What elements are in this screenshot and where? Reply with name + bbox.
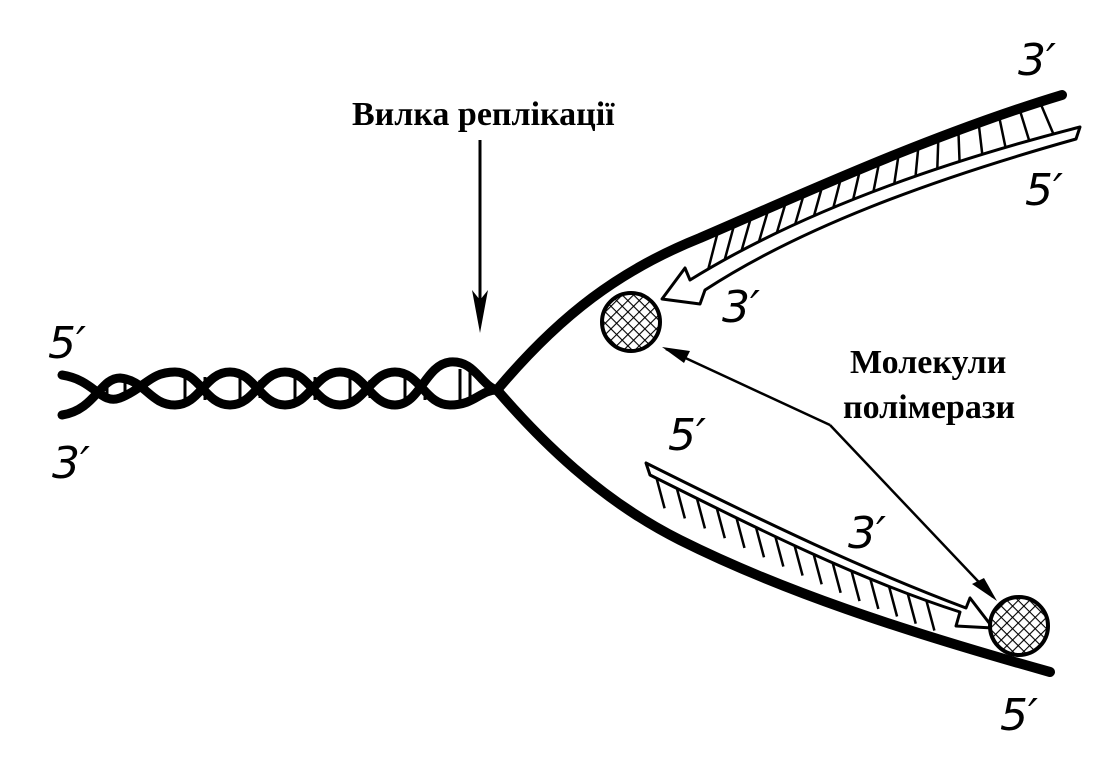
base-pair-rung — [812, 184, 824, 216]
upper-strand-line — [492, 90, 1067, 395]
dna-double-helix — [57, 357, 502, 420]
base-pair-rung — [775, 200, 788, 234]
base-pair-rung — [850, 570, 861, 602]
base-pair-rung — [735, 517, 746, 549]
polymerase-label-line2: полімерази — [843, 389, 1015, 426]
fork-arrow — [472, 140, 488, 333]
base-pair-rung — [832, 176, 843, 208]
polymerase-label-line1: Молекули — [850, 344, 1006, 381]
upper-base-pairs — [707, 101, 1055, 270]
helix-strand-b — [57, 357, 502, 420]
lower-strand-line — [492, 385, 1055, 677]
base-pair-rung — [887, 586, 899, 617]
base-pair-rung — [977, 122, 984, 155]
base-pair-rung — [997, 115, 1007, 148]
lower-strand-end-label: 5′ — [1000, 690, 1038, 741]
upper-parental-strand — [492, 90, 1082, 395]
base-pair-rung — [740, 215, 753, 251]
base-pair-rung — [774, 536, 785, 567]
base-pair-rung — [869, 578, 880, 610]
base-pair-rung — [906, 593, 917, 625]
helix-bottom-end-label: 3′ — [52, 438, 90, 489]
base-pair-rung — [793, 545, 804, 576]
base-pair-rung — [914, 145, 920, 177]
polymerase-pointers — [662, 347, 997, 601]
upper-strand-end-label: 3′ — [1018, 35, 1056, 86]
polymerase-bottom — [988, 595, 1050, 657]
base-pair-rung — [715, 507, 727, 539]
lower-parental-strand — [492, 385, 1055, 677]
base-pair-rung — [851, 168, 862, 200]
base-pair-rung — [812, 554, 823, 585]
base-pair-rung — [723, 222, 736, 260]
helix-top-end-label: 5′ — [48, 318, 86, 369]
upper-new-strand-tip-label: 3′ — [722, 282, 760, 333]
base-pair-rung — [872, 160, 881, 192]
lower-new-strand-start-label: 5′ — [668, 410, 706, 461]
base-pair-rung — [757, 207, 770, 242]
fork-label: Вилка реплікації — [352, 96, 615, 133]
upper-new-strand-start-label: 5′ — [1025, 165, 1063, 216]
base-pair-rung — [754, 527, 766, 558]
lower-new-strand — [644, 461, 995, 630]
base-pair-rung — [1038, 101, 1055, 135]
base-pair-rung — [936, 137, 940, 169]
lower-base-pairs — [655, 477, 936, 631]
base-pair-rung — [831, 562, 842, 594]
polymerase-top — [600, 291, 662, 353]
base-pair-rung — [893, 153, 901, 184]
base-pair-rung — [695, 498, 707, 529]
base-pair-rung — [1018, 108, 1031, 141]
base-pair-rung — [707, 229, 720, 270]
upper-new-strand — [660, 125, 1082, 306]
base-pair-rung — [675, 488, 687, 519]
lower-new-strand-tip-label: 3′ — [848, 508, 886, 559]
base-pair-rung — [957, 130, 961, 162]
base-pair-rung — [925, 600, 936, 631]
base-pair-rung — [794, 192, 806, 225]
base-pair-rung — [655, 477, 666, 509]
